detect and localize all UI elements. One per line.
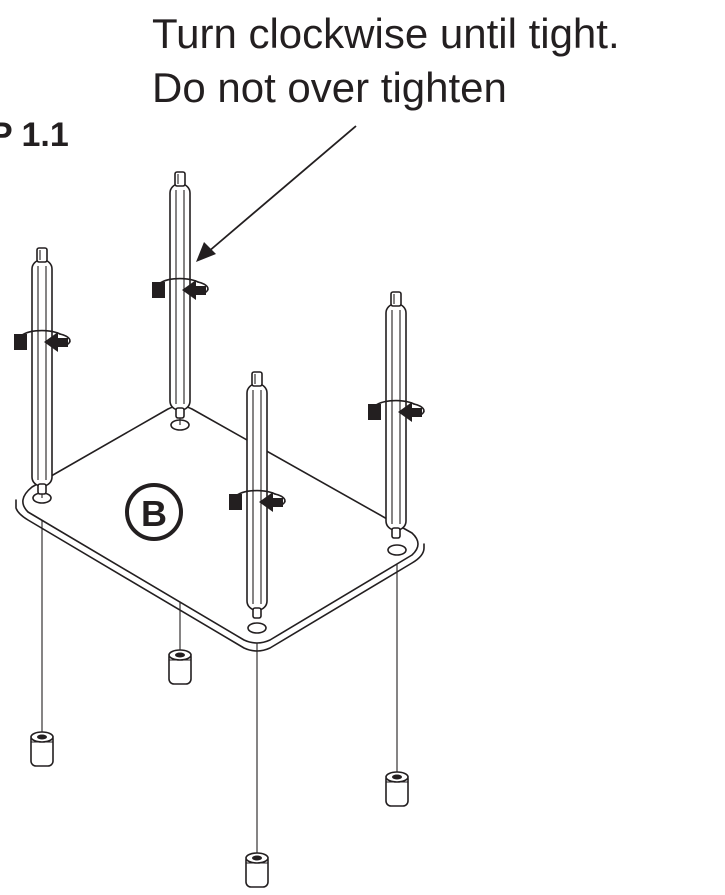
foot-back <box>168 649 192 685</box>
foot-left <box>30 731 54 767</box>
standoff-post-left <box>13 247 71 498</box>
foot-right <box>385 771 409 807</box>
standoff-post-right <box>367 291 425 539</box>
part-callout-letter: B <box>141 493 167 534</box>
instruction-line-1: Turn clockwise until tight. <box>152 10 620 57</box>
part-callout-b <box>125 483 183 541</box>
instruction-line-2: Do not over tighten <box>152 64 507 111</box>
step-label: P 1.1 <box>0 116 69 154</box>
leader-arrow <box>196 125 357 262</box>
foot-front <box>245 852 269 888</box>
standoff-post-back <box>151 171 209 425</box>
base-plate <box>15 405 425 652</box>
